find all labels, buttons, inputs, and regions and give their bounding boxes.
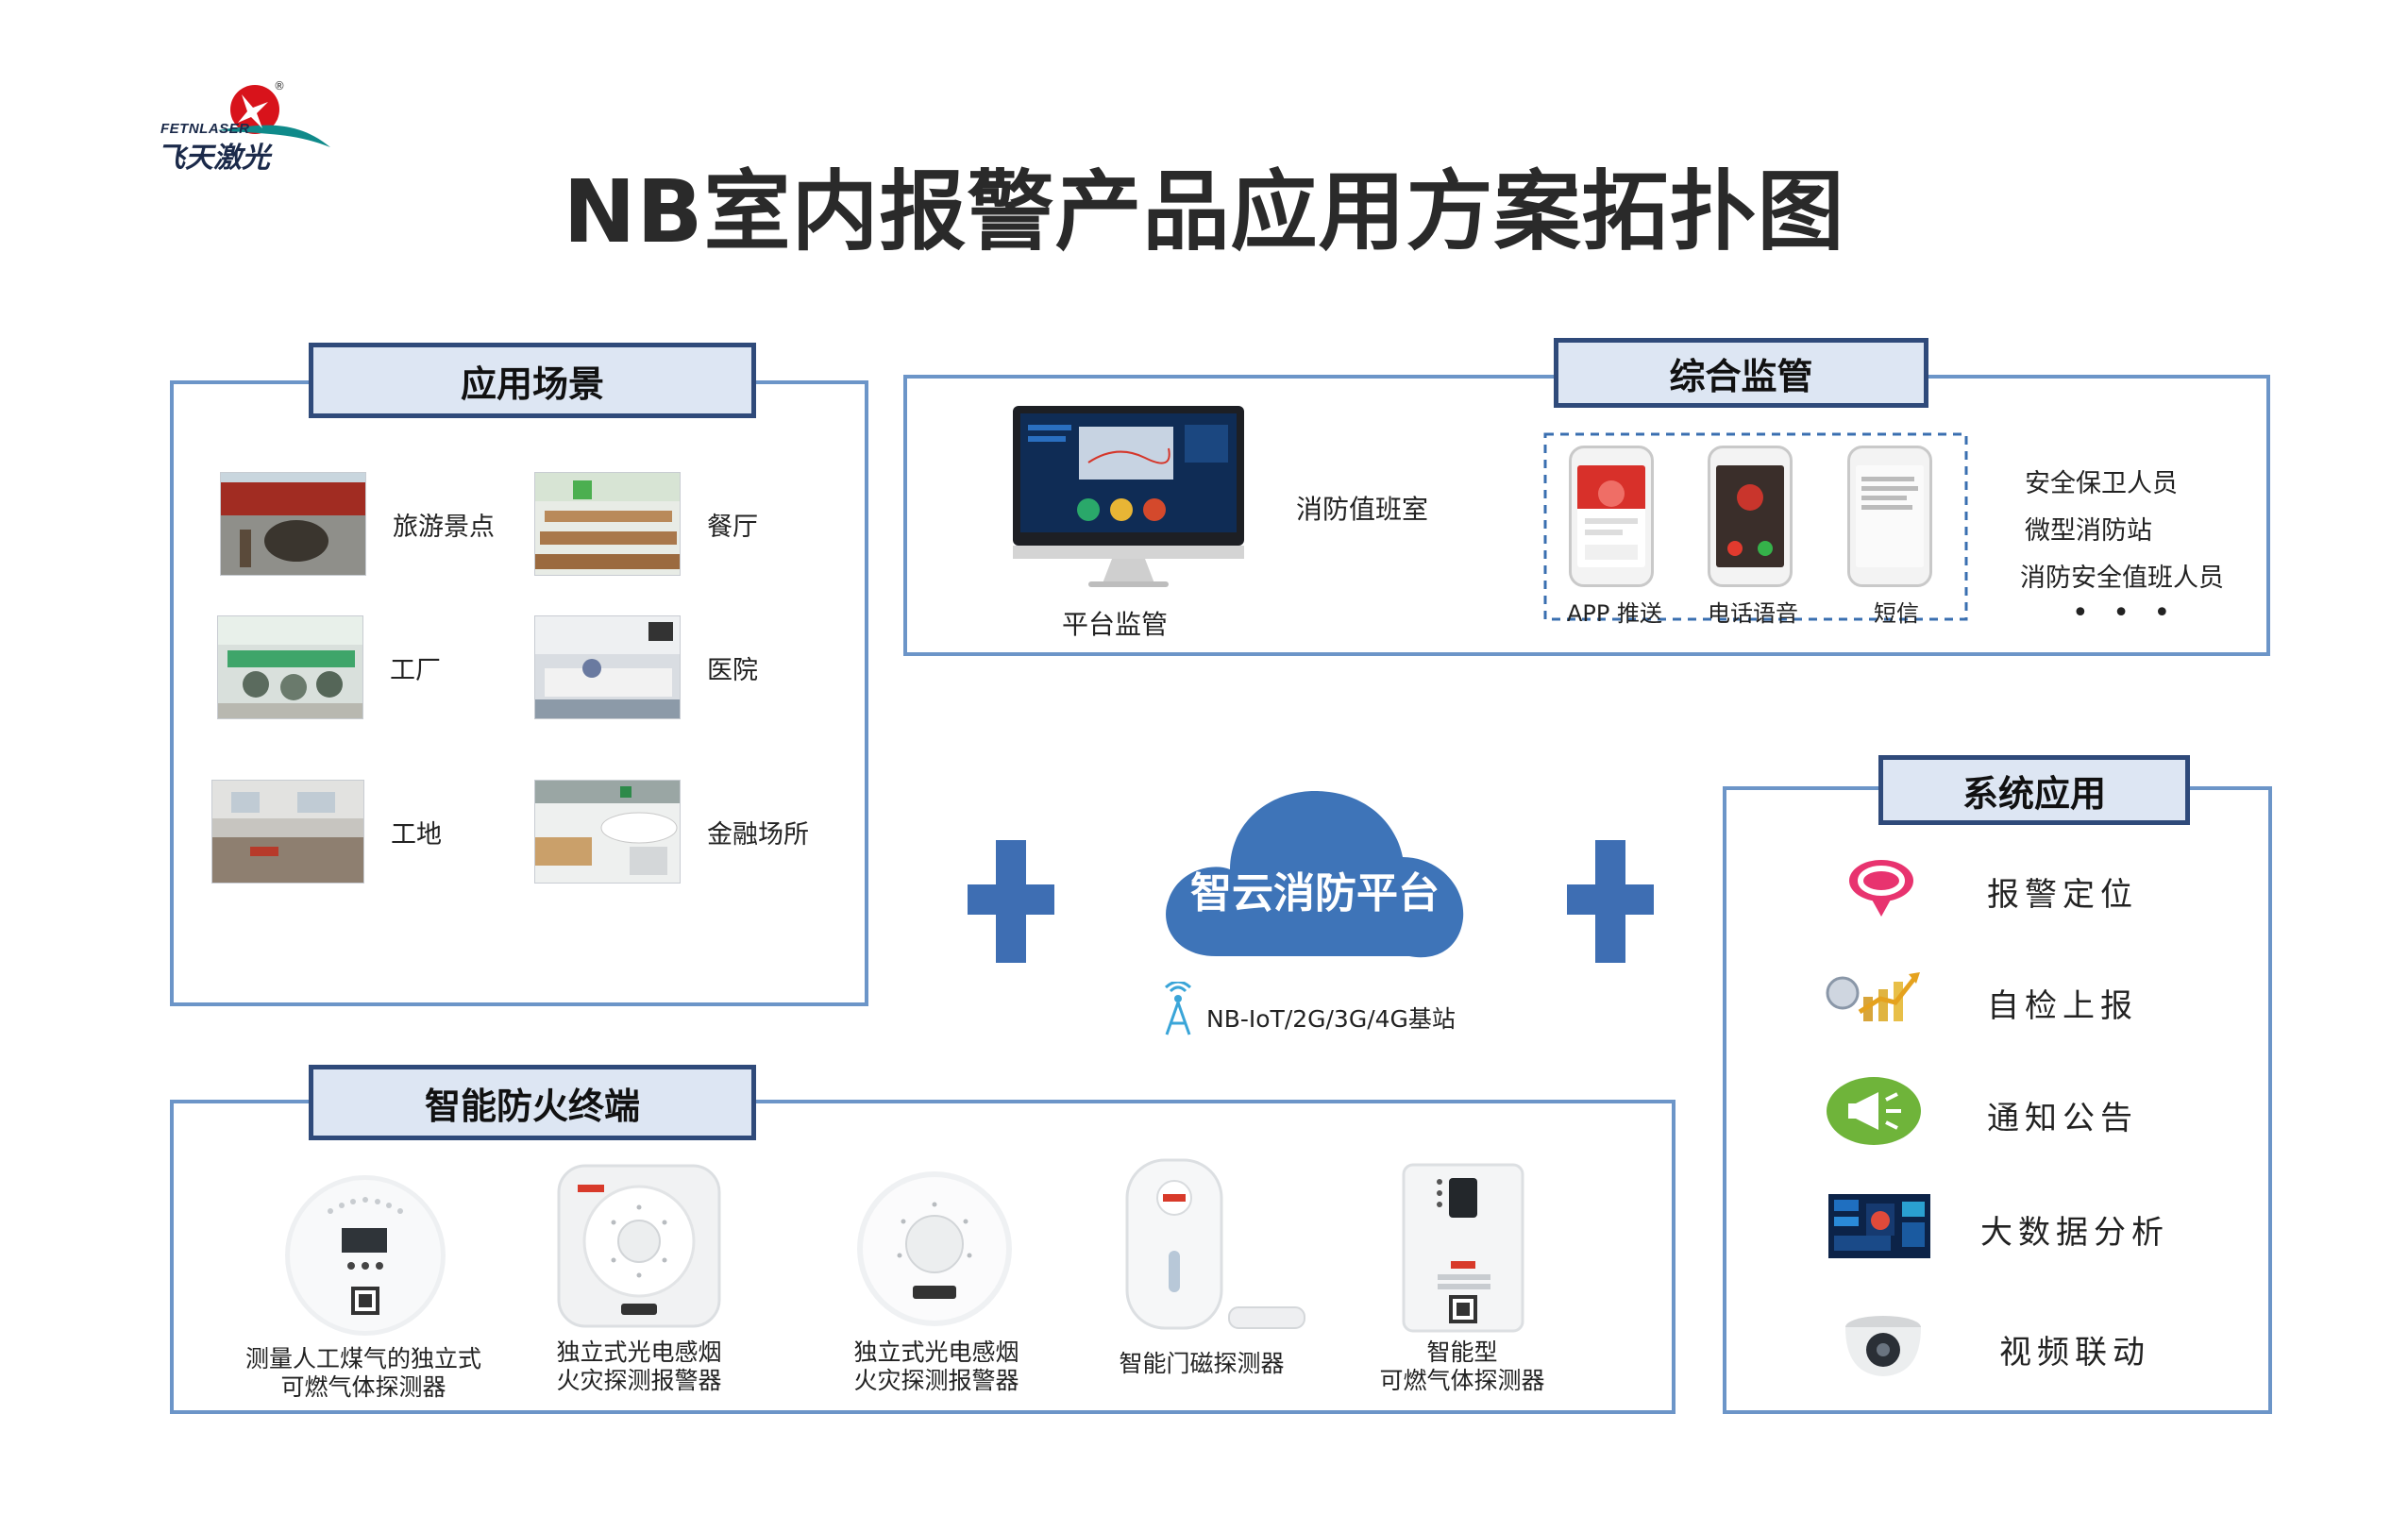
logo-english: FETNLASER	[160, 121, 250, 137]
device-gas-detector-image	[283, 1173, 448, 1342]
location-pin-icon	[1849, 860, 1913, 917]
camera-icon	[1845, 1316, 1921, 1376]
personnel-security: 安全保卫人员	[2025, 469, 2178, 498]
device-smoke-square-image	[557, 1164, 722, 1333]
system-item-label: 报警定位	[1987, 876, 2138, 914]
system-item-label: 大数据分析	[1980, 1214, 2169, 1252]
device-label-line: 智能型	[1426, 1338, 1498, 1366]
device-label: 智能门磁探测器	[1060, 1350, 1343, 1378]
device-label-line: 测量人工煤气的独立式	[244, 1345, 481, 1372]
scene-photo-tourism	[220, 472, 366, 576]
personnel-duty: 消防安全值班人员	[2020, 564, 2224, 593]
brand-logo: FETNLASER 飞天激光 ®	[151, 74, 340, 175]
plus-icon-right	[1567, 840, 1654, 963]
scene-item: 工厂	[217, 615, 441, 719]
system-panel	[1723, 786, 2272, 1414]
app-phone-icon	[1569, 446, 1654, 587]
device-label-line: 火灾探测报警器	[853, 1367, 1019, 1394]
device-label-line: 智能门磁探测器	[1119, 1350, 1285, 1377]
channel-label-app: APP 推送	[1567, 600, 1662, 627]
device-smart-gas-image	[1402, 1163, 1524, 1337]
registered-mark: ®	[274, 79, 285, 93]
scene-label: 工地	[391, 819, 442, 850]
voice-phone-icon	[1708, 446, 1793, 587]
cloud-platform-name: 智云消防平台	[1190, 869, 1440, 918]
scene-label: 医院	[707, 655, 758, 685]
sms-phone-icon	[1847, 446, 1932, 587]
scene-item: 金融场所	[534, 780, 809, 884]
scene-label: 工厂	[390, 655, 441, 685]
system-item-label: 通知公告	[1987, 1100, 2138, 1137]
device-label-line: 可燃气体探测器	[1379, 1367, 1545, 1394]
channel-label-voice: 电话语音	[1708, 600, 1798, 627]
scene-item: 医院	[534, 615, 758, 719]
device-label-line: 火灾探测报警器	[556, 1367, 722, 1394]
device-door-sensor-image	[1123, 1156, 1312, 1339]
device-label: 智能型 可燃气体探测器	[1321, 1338, 1604, 1395]
system-item-label: 自检上报	[1987, 987, 2138, 1025]
scenes-header: 应用场景	[309, 343, 756, 418]
monitoring-header: 综合监管	[1554, 338, 1928, 408]
scene-item: 旅游景点	[220, 472, 495, 576]
scene-photo-construction	[211, 780, 364, 884]
scene-label: 旅游景点	[393, 512, 495, 542]
logo-mark-icon	[217, 85, 330, 147]
device-label-line: 独立式光电感烟	[853, 1338, 1019, 1366]
network-label: NB-IoT/2G/3G/4G基站	[1206, 1005, 1456, 1033]
page-title: NB室内报警产品应用方案拓扑图	[563, 161, 1845, 262]
device-label-line: 可燃气体探测器	[280, 1373, 446, 1401]
device-label: 测量人工煤气的独立式 可燃气体探测器	[222, 1345, 505, 1402]
monitor-image	[1013, 406, 1244, 598]
scene-photo-hospital	[534, 615, 681, 719]
duty-room-label: 消防值班室	[1296, 494, 1429, 525]
personnel-fire-station: 微型消防站	[2025, 516, 2152, 546]
platform-label: 平台监管	[1062, 609, 1169, 640]
scene-item: 工地	[211, 780, 442, 884]
device-label: 独立式光电感烟 火灾探测报警器	[795, 1338, 1078, 1395]
scene-label: 金融场所	[707, 819, 809, 850]
logo-chinese: 飞天激光	[157, 142, 270, 175]
cloud-icon	[1166, 791, 1464, 958]
terminals-header: 智能防火终端	[309, 1065, 756, 1140]
device-smoke-round-image	[854, 1169, 1015, 1333]
plus-icon-left	[968, 840, 1054, 963]
ellipsis: • • •	[2072, 597, 2179, 630]
trend-chart-icon	[1826, 972, 1920, 1021]
scene-label: 餐厅	[707, 512, 758, 542]
scene-item: 餐厅	[534, 472, 758, 576]
megaphone-icon	[1827, 1077, 1921, 1145]
channel-label-sms: 短信	[1874, 600, 1919, 627]
dashboard-icon	[1828, 1194, 1930, 1258]
scene-photo-bank	[534, 780, 681, 884]
device-label: 独立式光电感烟 火灾探测报警器	[497, 1338, 781, 1395]
scene-photo-factory	[217, 615, 363, 719]
scene-photo-restaurant	[534, 472, 681, 576]
device-label-line: 独立式光电感烟	[556, 1338, 722, 1366]
notification-channels-frame	[1543, 432, 1968, 621]
system-header: 系统应用	[1878, 755, 2190, 825]
signal-tower-icon	[1164, 982, 1192, 1035]
system-item-label: 视频联动	[1999, 1334, 2150, 1372]
